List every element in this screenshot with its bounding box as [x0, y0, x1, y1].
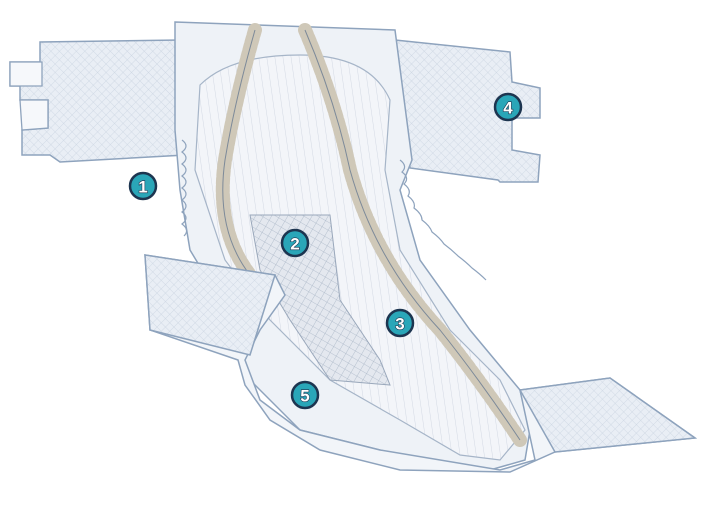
marker-label: 4	[503, 99, 513, 118]
callout-marker-2: 2	[280, 228, 310, 258]
callout-marker-4: 4	[493, 92, 523, 122]
marker-label: 5	[300, 387, 309, 406]
marker-label: 1	[138, 178, 147, 197]
marker-label: 2	[290, 235, 299, 254]
callout-marker-3: 3	[385, 308, 415, 338]
front-flap	[144, 254, 698, 473]
callout-marker-1: 1	[128, 171, 158, 201]
diaper-body	[174, 21, 531, 471]
left-back-wing	[9, 39, 186, 163]
marker-label: 3	[395, 315, 404, 334]
right-back-wing	[394, 39, 541, 183]
callout-marker-5: 5	[290, 380, 320, 410]
